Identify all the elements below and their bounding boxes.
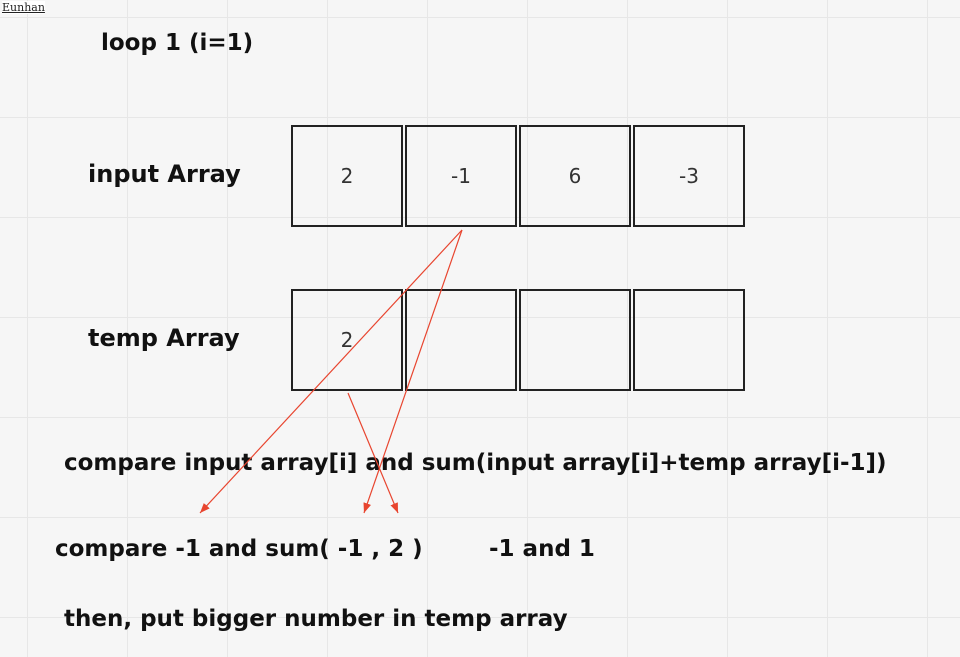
input-array-cell-2: 6 [519,125,631,227]
temp-array-cell-2 [519,289,631,391]
input-array-cell-1: -1 [405,125,517,227]
temp-array-cell-3 [633,289,745,391]
input-array-label: input Array [88,160,241,188]
input-array-cell-0: 2 [291,125,403,227]
compare-rule-text: compare input array[i] and sum(input arr… [64,450,887,476]
input-array: 2 -1 6 -3 [291,125,745,227]
compare-values-text: compare -1 and sum( -1 , 2 ) [55,536,423,562]
input-array-cell-3: -3 [633,125,745,227]
loop-title: loop 1 (i=1) [101,30,254,56]
temp-array-label: temp Array [88,324,240,352]
temp-array-cell-0: 2 [291,289,403,391]
temp-array-cell-1 [405,289,517,391]
compare-result-text: -1 and 1 [489,536,595,562]
temp-array: 2 [291,289,745,391]
conclusion-text: then, put bigger number in temp array [64,606,568,632]
watermark-signature: Eunhan [2,1,45,14]
